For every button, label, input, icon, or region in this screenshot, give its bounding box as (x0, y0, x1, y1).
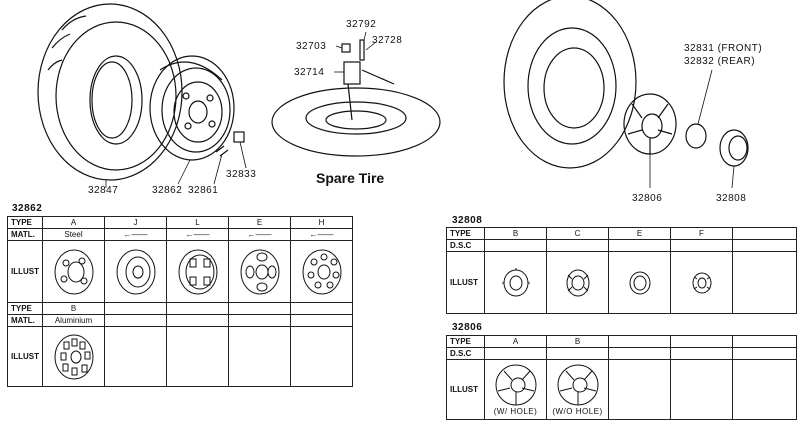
wheel-illustration (228, 240, 291, 303)
wheel-cover-drawing (623, 93, 677, 155)
wheel-table: TYPE A J L E H MATL. Steel ←—— ←—— ←—— ←… (7, 216, 353, 387)
matl-label: MATL. (7, 314, 43, 327)
type-cell: H (290, 216, 353, 229)
hub-cap-table: TYPE B C E F D.S.C ILLUST (446, 227, 797, 314)
callout-32806: 32806 (632, 193, 663, 204)
matl-label: MATL. (7, 228, 43, 241)
callout-32703: 32703 (296, 41, 327, 52)
hub-cap-illustration (484, 251, 547, 314)
type-cell: L (166, 216, 229, 229)
callout-32831: 32831 (FRONT) (684, 43, 763, 54)
type-label: TYPE (7, 302, 43, 315)
dsc-label: D.S.C (446, 347, 485, 360)
cover-caption: (W/O HOLE) (552, 407, 603, 416)
hub-cap-drawing (685, 123, 749, 167)
table-row: MATL. Aluminium (7, 314, 353, 327)
wheel-illustration (290, 240, 353, 303)
callout-32832: 32832 (REAR) (684, 56, 756, 67)
right-tire-drawing (503, 0, 637, 169)
table-row: MATL. Steel ←—— ←—— ←—— ←—— (7, 228, 353, 241)
wheel-illustration (42, 240, 105, 303)
matl-cell: Aluminium (42, 314, 105, 327)
tire-drawing (37, 3, 183, 181)
type-cell: A (484, 335, 547, 348)
type-label: TYPE (446, 227, 485, 240)
hub-cap-illustration (670, 251, 733, 314)
table-row: ILLUST (W/ HOLE) (W/O HOLE) (446, 359, 797, 420)
illust-label: ILLUST (7, 240, 43, 303)
type-cell: C (546, 227, 609, 240)
type-cell: J (104, 216, 167, 229)
spare-tire-drawing (271, 39, 441, 157)
wheel-cover-illustration: (W/ HOLE) (484, 359, 547, 420)
wheel-illustration (166, 240, 229, 303)
callout-32861: 32861 (188, 185, 219, 196)
type-cell: E (228, 216, 291, 229)
matl-cell: Steel (42, 228, 105, 241)
hub-cap-table-title: 32808 (452, 215, 483, 226)
callout-32728: 32728 (372, 35, 403, 46)
callout-32792: 32792 (346, 19, 377, 30)
callout-32808: 32808 (716, 193, 747, 204)
spare-tire-title: Spare Tire (316, 170, 385, 186)
type-label: TYPE (7, 216, 43, 229)
table-row: ILLUST (7, 326, 353, 387)
type-cell: E (608, 227, 671, 240)
hub-cap-illustration (546, 251, 609, 314)
type-cell: B (42, 302, 105, 315)
callout-32847: 32847 (88, 185, 119, 196)
wheel-cover-illustration: (W/O HOLE) (546, 359, 609, 420)
type-label: TYPE (446, 335, 485, 348)
table-row: ILLUST (7, 240, 353, 303)
type-cell: A (42, 216, 105, 229)
wheel-drawing (149, 55, 235, 161)
type-cell: B (484, 227, 547, 240)
illust-label: ILLUST (446, 251, 485, 314)
same-as-left-arrow-icon: ←—— (228, 228, 291, 241)
type-cell: F (670, 227, 733, 240)
wheel-cover-table-title: 32806 (452, 322, 483, 333)
hub-cap-illustration (608, 251, 671, 314)
table-row: TYPE B C E F (446, 227, 797, 240)
wheel-cover-table: TYPE A B D.S.C ILLUST (W/ HOLE) (W/O HOL… (446, 335, 797, 420)
callout-32714: 32714 (294, 67, 325, 78)
same-as-left-arrow-icon: ←—— (166, 228, 229, 241)
same-as-left-arrow-icon: ←—— (104, 228, 167, 241)
table-row: TYPE A J L E H (7, 216, 353, 229)
table-row: TYPE A B (446, 335, 797, 348)
wheel-table-title: 32862 (12, 203, 43, 214)
same-as-left-arrow-icon: ←—— (290, 228, 353, 241)
illust-label: ILLUST (7, 326, 43, 387)
hub-nut-drawing (233, 131, 245, 143)
callout-32833: 32833 (226, 169, 257, 180)
table-row: ILLUST (446, 251, 797, 314)
table-row: TYPE B (7, 302, 353, 315)
table-row: D.S.C (446, 347, 797, 360)
cover-caption: (W/ HOLE) (493, 407, 538, 416)
table-row: D.S.C (446, 239, 797, 252)
wheel-illustration (42, 326, 105, 387)
wheel-illustration (104, 240, 167, 303)
callout-32862: 32862 (152, 185, 183, 196)
type-cell: B (546, 335, 609, 348)
illust-label: ILLUST (446, 359, 485, 420)
dsc-label: D.S.C (446, 239, 485, 252)
